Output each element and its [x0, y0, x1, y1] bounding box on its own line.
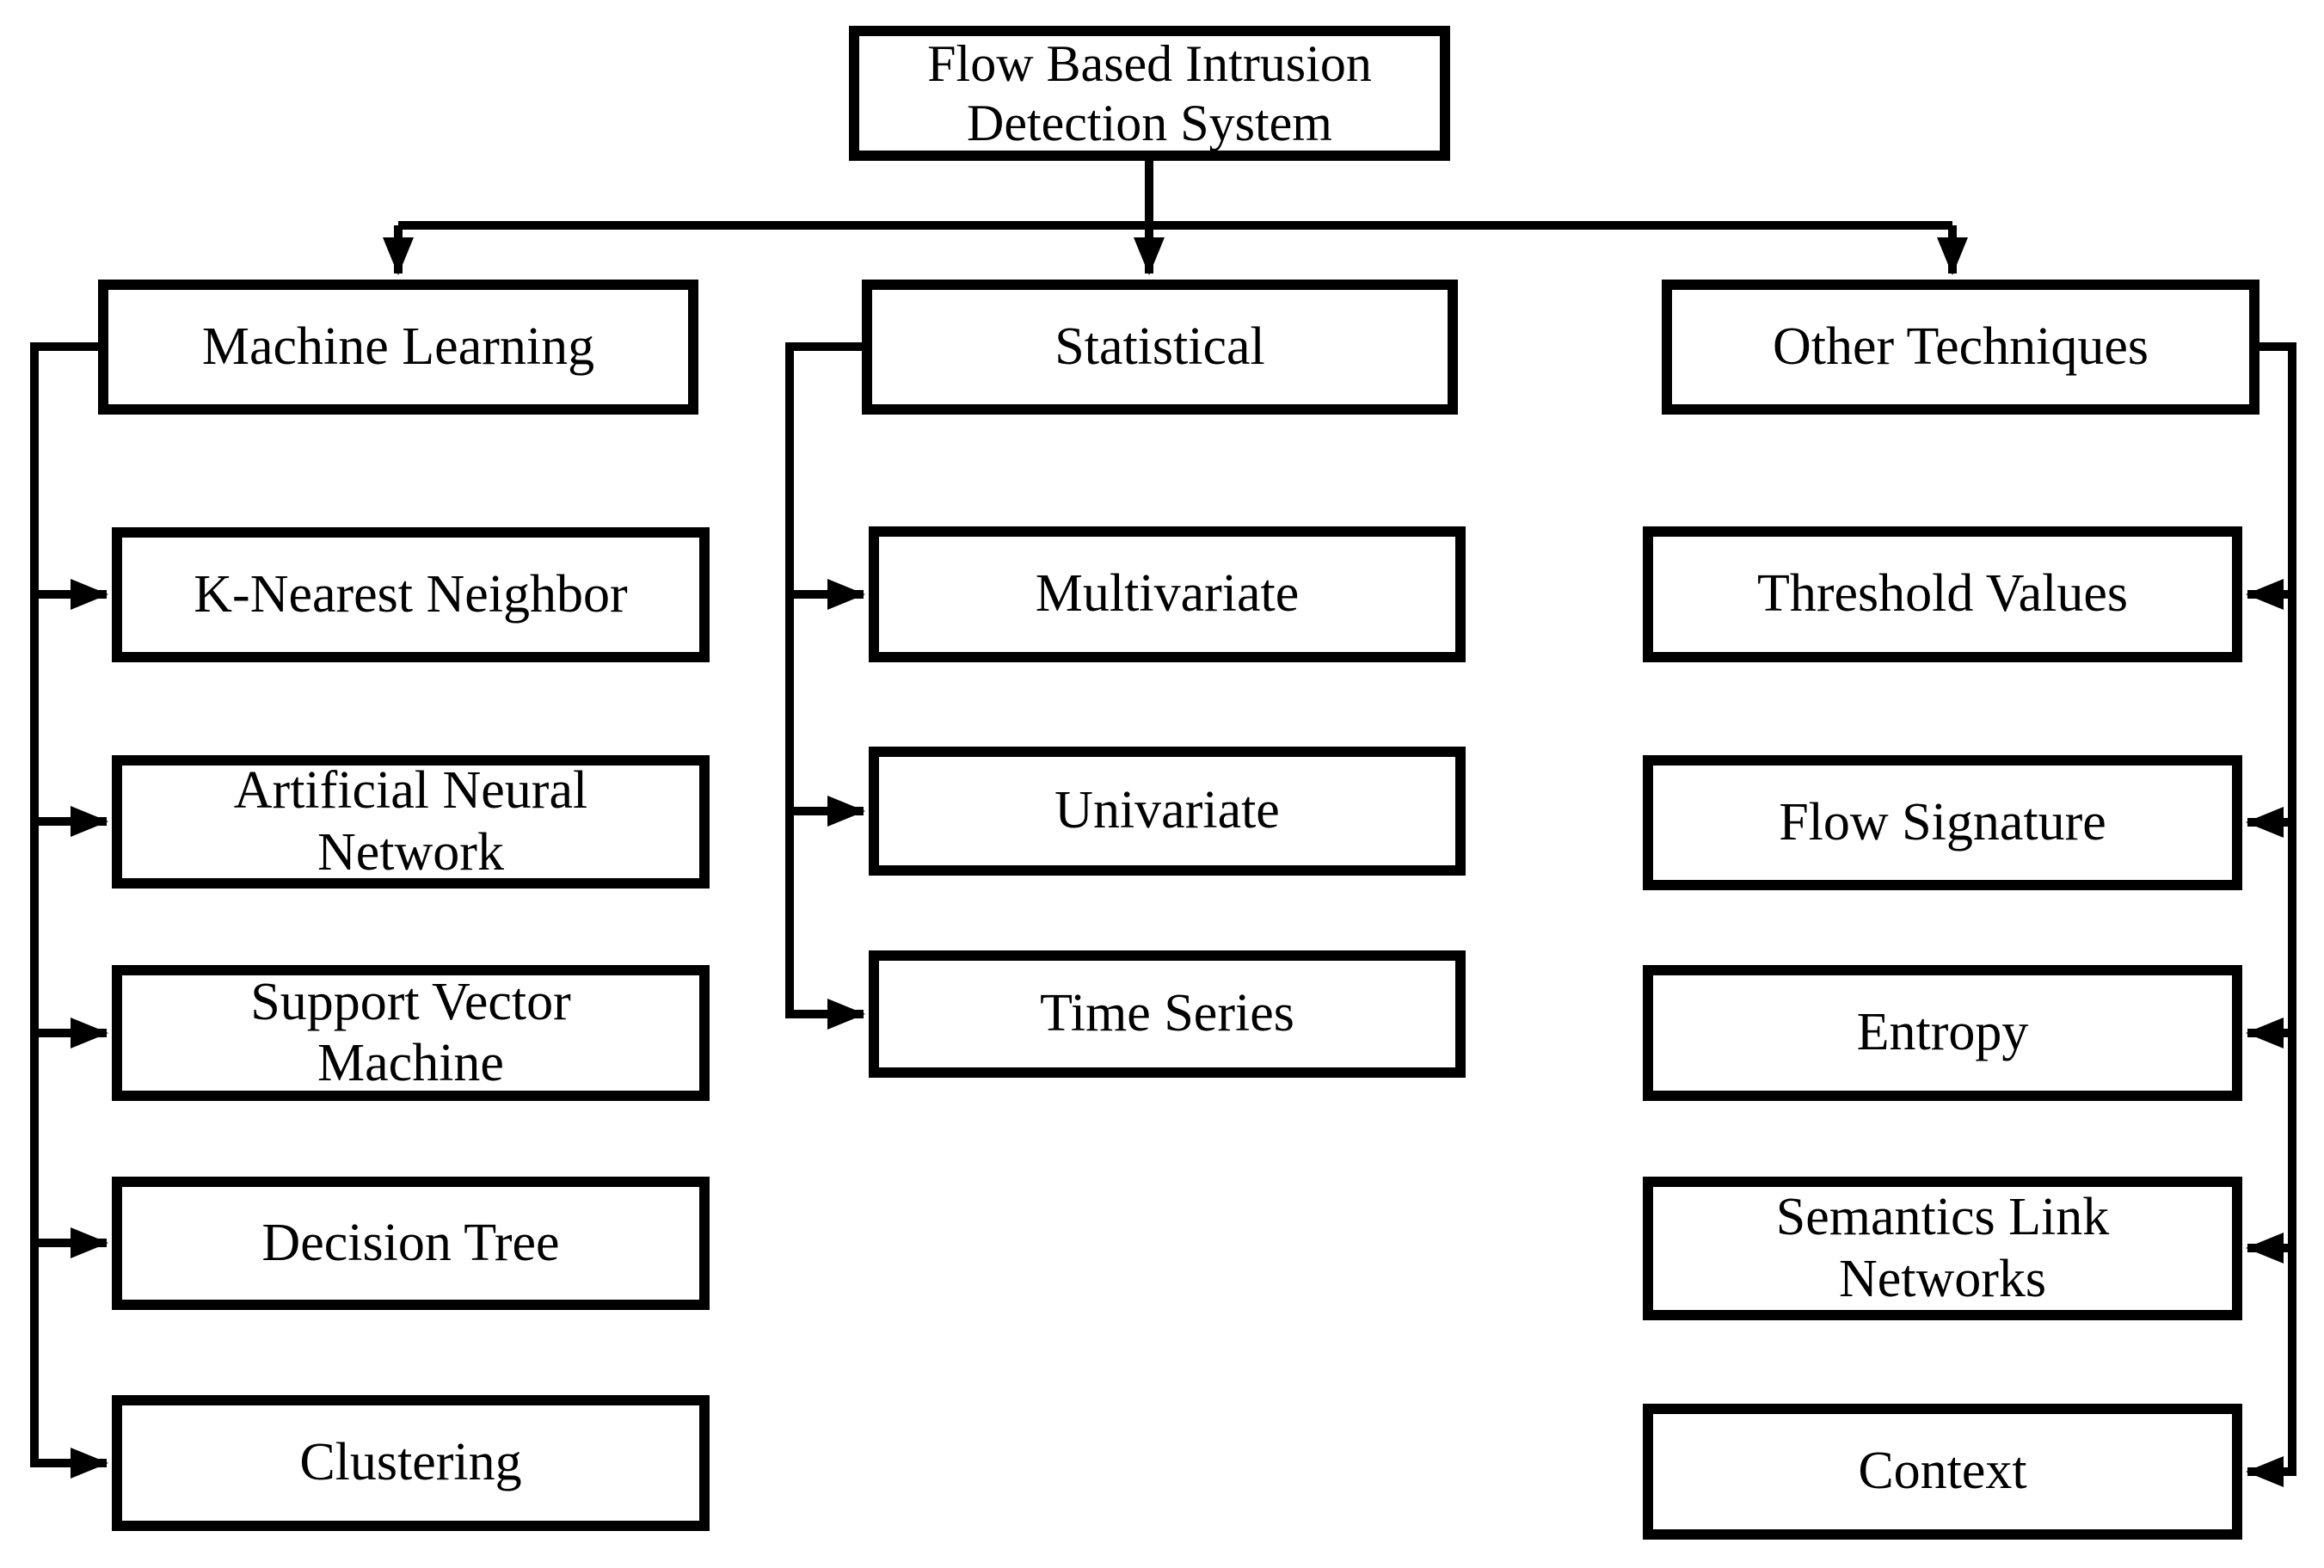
edge-stat-spine-to-time-series [785, 342, 865, 1030]
node-label: Context [1858, 1442, 2027, 1501]
statistical-branch-lines [785, 342, 865, 1030]
node-label: Statistical [1054, 317, 1265, 376]
root-connector [383, 161, 1968, 275]
node-label: Flow Signature [1779, 792, 2106, 852]
node-root: Flow Based Intrusion Detection System [849, 26, 1450, 161]
node-label: Decision Tree [261, 1213, 560, 1272]
node-label: Clustering [299, 1433, 522, 1492]
node-clustering: Clustering [112, 1395, 710, 1531]
edge-ml-spine-to-clustering [30, 342, 108, 1479]
node-artificial-neural-network: Artificial Neural Network [112, 755, 710, 889]
node-statistical: Statistical [862, 280, 1458, 415]
node-label: K-Nearest Neighbor [194, 564, 628, 624]
node-label: Other Techniques [1773, 317, 2149, 376]
node-label: Machine Learning [201, 317, 595, 376]
machine-learning-branch-lines [30, 342, 108, 1479]
node-other-techniques: Other Techniques [1662, 280, 2259, 415]
node-label: Semantics Link Networks [1775, 1188, 2110, 1308]
node-label: Artificial Neural Network [233, 761, 588, 882]
node-k-nearest-neighbor: K-Nearest Neighbor [112, 527, 710, 662]
node-machine-learning: Machine Learning [98, 280, 698, 415]
node-label: Support Vector Machine [250, 972, 571, 1092]
node-label: Multivariate [1035, 564, 1300, 624]
node-label: Univariate [1054, 781, 1280, 840]
node-label: Time Series [1040, 984, 1294, 1043]
node-flow-signature: Flow Signature [1643, 755, 2242, 890]
node-univariate: Univariate [869, 747, 1466, 876]
node-decision-tree: Decision Tree [112, 1177, 710, 1310]
node-threshold-values: Threshold Values [1643, 526, 2242, 662]
other-techniques-branch-lines [2246, 342, 2296, 1487]
node-multivariate: Multivariate [869, 526, 1466, 662]
node-semantics-link-networks: Semantics Link Networks [1643, 1177, 2242, 1320]
node-context: Context [1643, 1404, 2242, 1540]
node-label: Entropy [1856, 1003, 2029, 1062]
node-label: Flow Based Intrusion Detection System [927, 34, 1372, 151]
node-label: Threshold Values [1756, 564, 2129, 624]
node-entropy: Entropy [1643, 965, 2242, 1101]
node-time-series: Time Series [869, 950, 1466, 1078]
edge-other-spine-to-context [2246, 342, 2296, 1487]
node-support-vector-machine: Support Vector Machine [112, 965, 710, 1101]
